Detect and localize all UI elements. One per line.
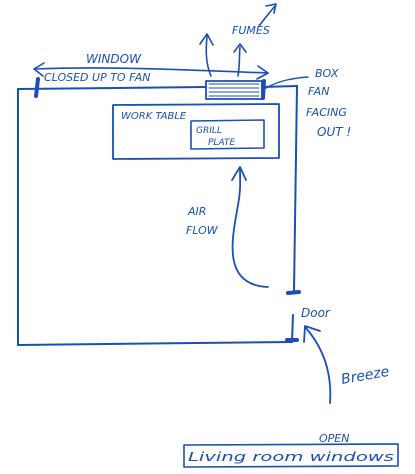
grill-plate (190, 119, 265, 150)
box-fan-pointer (265, 76, 309, 89)
breeze-label: Breeze (340, 364, 391, 388)
air-flow-arrow (231, 168, 269, 288)
air-flow-arrow-head (231, 166, 247, 181)
fumes-arrow-top (258, 5, 276, 27)
open-label: OPEN (319, 432, 349, 445)
grill-plate-label-line2: PLATE (208, 138, 235, 148)
room-wall-right-upper (293, 85, 298, 293)
window-arrow-right-head (256, 65, 269, 80)
box-fan-shading (208, 83, 260, 97)
fumes-arrow-top-head (265, 3, 277, 14)
air-flow-label-line2: FLOW (186, 224, 219, 237)
work-table (112, 103, 280, 160)
work-table-label: WORK TABLE (121, 111, 187, 122)
door-tick-top (286, 290, 301, 295)
window-tick-right (261, 79, 266, 100)
facing-out-label-line1: FACING (306, 106, 347, 119)
fumes-arrow-mid-head (233, 43, 247, 53)
fumes-label: FUMES (232, 24, 270, 37)
box-fan-label-line2: FAN (308, 85, 329, 98)
breeze-arrow (305, 327, 332, 404)
room-wall-bottom (17, 341, 293, 346)
closed-up-to-fan-label: CLOSED UP TO FAN (44, 71, 151, 84)
window-tick-left (34, 77, 40, 98)
window-arrow-left-head (33, 62, 45, 77)
breeze-arrow-head (303, 325, 321, 343)
living-room-windows-box (183, 443, 399, 468)
fumes-arrow-left (205, 35, 212, 77)
window-label: WINDOW (86, 52, 142, 66)
room-wall-top (17, 86, 206, 90)
box-fan (205, 80, 263, 100)
facing-out-label-line2: OUT ! (317, 125, 351, 139)
fumes-arrow-left-head (199, 33, 214, 46)
box-fan-label-line1: BOX (315, 67, 339, 80)
door-label: Door (301, 306, 331, 320)
fumes-arrow-mid (237, 46, 241, 77)
grill-plate-label-line1: GRILL (196, 126, 222, 136)
living-room-windows-label: Living room windows (188, 450, 394, 464)
air-flow-label-line1: AIR (187, 205, 206, 218)
room-wall-right-lower (291, 314, 294, 343)
